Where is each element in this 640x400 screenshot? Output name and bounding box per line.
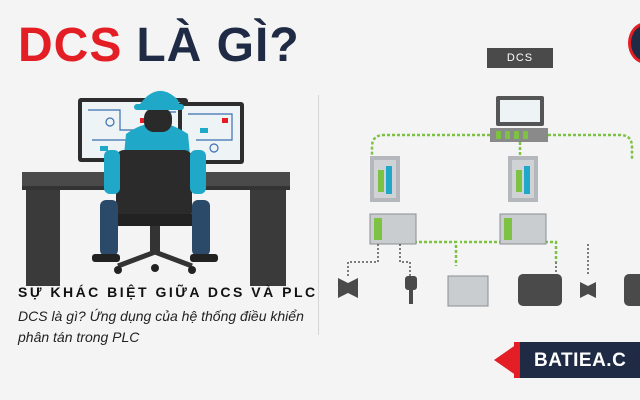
subtitle: SỰ KHÁC BIỆT GIỮA DCS VÀ PLC — [18, 284, 318, 300]
brand-text: BATIEA.C — [534, 350, 627, 371]
title-la-gi: LÀ GÌ? — [136, 19, 300, 72]
dcs-label: DCS — [487, 48, 553, 68]
description-line-2: phân tán trong PLC — [18, 329, 140, 345]
brand-banner[interactable]: BATIEA.C — [494, 342, 640, 378]
operator-workstation-illustration — [22, 90, 290, 286]
title-dcs: DCS — [18, 19, 123, 72]
description-line-1: DCS là gì? Ứng dụng của hệ thống điều kh… — [18, 308, 304, 324]
brand-box — [514, 342, 640, 378]
description: DCS là gì? Ứng dụng của hệ thống điều kh… — [18, 306, 338, 348]
section-divider — [318, 95, 319, 335]
dcs-network-diagram — [338, 96, 640, 307]
